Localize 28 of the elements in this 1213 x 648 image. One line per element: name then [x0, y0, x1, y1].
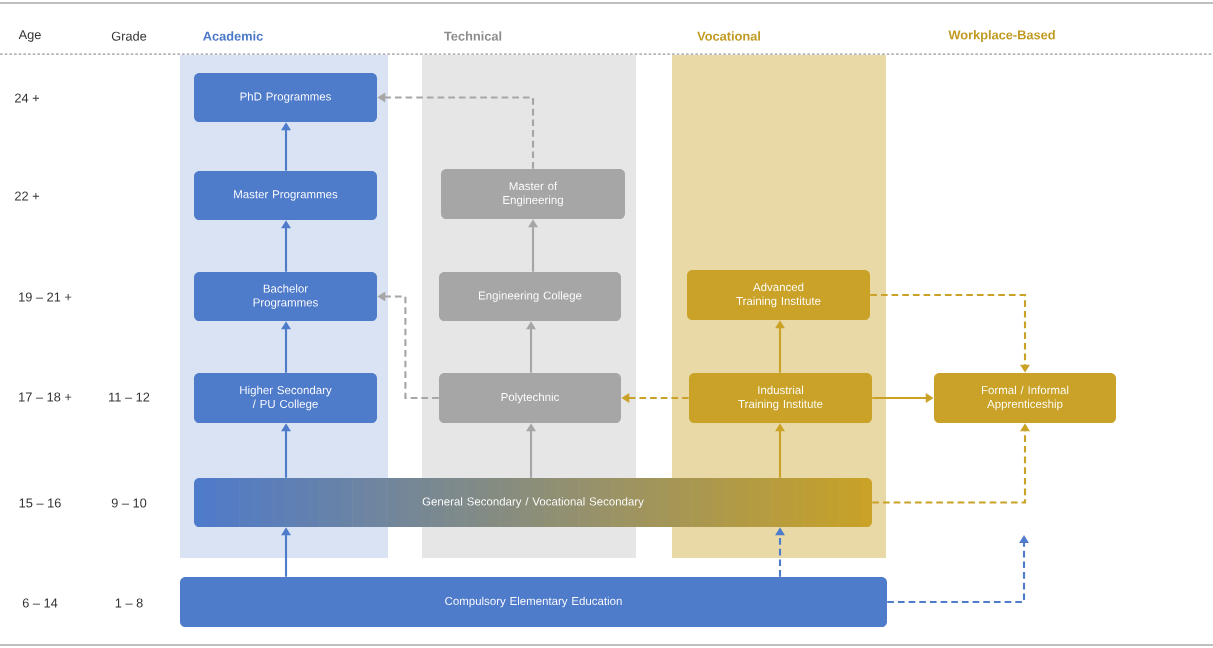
row-label: 17 – 18 + [19, 392, 72, 402]
row-label: 1 – 8 [115, 598, 143, 608]
program-box: Advanced Training Institute [687, 270, 870, 320]
column-heading: Vocational [697, 31, 760, 41]
column-heading: Age [18, 30, 41, 42]
program-box: Master Programmes [194, 171, 377, 220]
column-heading: Workplace-Based [948, 30, 1055, 42]
row-label: 19 – 21 + [19, 292, 72, 302]
row-label: 15 – 16 [19, 498, 61, 508]
row-label: 24 + [15, 93, 39, 103]
column-heading: Grade [111, 31, 147, 41]
row-label: 22 + [15, 191, 39, 201]
program-box: Industrial Training Institute [689, 373, 872, 423]
program-box: PhD Programmes [194, 73, 377, 122]
program-box: Master of Engineering [441, 169, 625, 219]
node-label: General Secondary / Vocational Secondary [422, 497, 644, 508]
program-box: Compulsory Elementary Education [180, 577, 887, 627]
program-box: Engineering College [439, 272, 621, 321]
row-label: 11 – 12 [109, 392, 150, 402]
column-heading: Technical [444, 31, 502, 41]
row-label: 9 – 10 [111, 498, 147, 508]
program-box: General Secondary / Vocational Secondary [194, 478, 872, 527]
row-label: 6 – 14 [22, 598, 58, 608]
program-box: Higher Secondary / PU College [194, 373, 377, 423]
column-heading: Academic [203, 31, 263, 41]
program-box: Polytechnic [439, 373, 621, 423]
program-box: Formal / Informal Apprenticeship [934, 373, 1116, 423]
program-box: Bachelor Programmes [194, 272, 377, 321]
